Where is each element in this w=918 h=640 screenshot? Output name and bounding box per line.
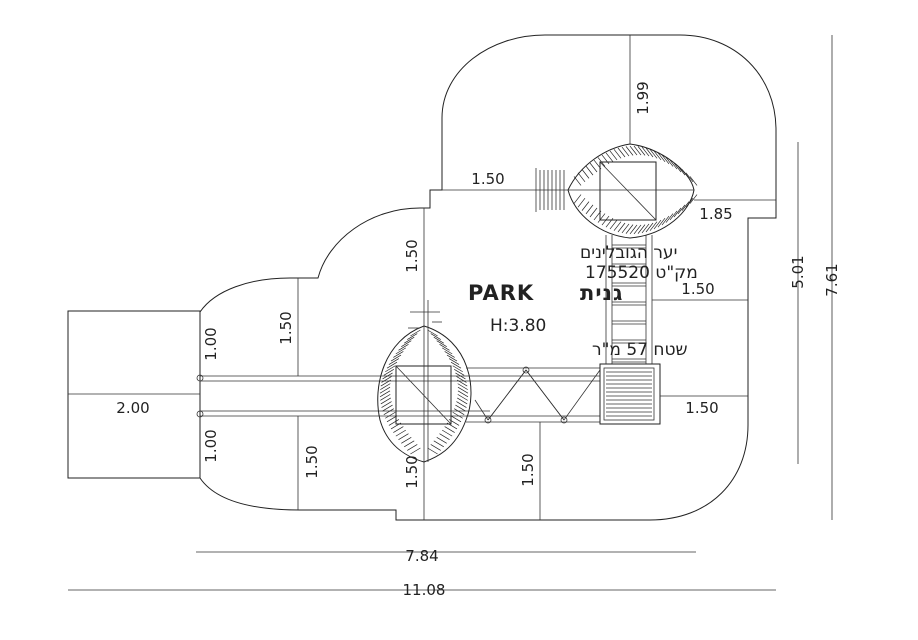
dim-inner-width: 7.84 bbox=[405, 547, 438, 565]
left-entry-zone bbox=[67, 310, 201, 479]
dim-top-left: 1.50 bbox=[471, 170, 504, 188]
dim-right-height: 5.01 bbox=[789, 255, 807, 288]
title-sku: מק"ט 175520 bbox=[585, 263, 698, 283]
dim-bridge-right: 1.50 bbox=[685, 399, 718, 417]
title-height: H:3.80 bbox=[490, 316, 546, 336]
truss-bridge bbox=[466, 366, 601, 424]
dim-left-width: 2.00 bbox=[116, 399, 149, 417]
dim-left-bottom: 1.00 bbox=[202, 429, 220, 462]
climbing-ladder bbox=[605, 235, 653, 364]
svg-text:גנית: גנית bbox=[580, 281, 623, 305]
dim-left-top: 1.00 bbox=[202, 327, 220, 360]
dimension-lines bbox=[68, 35, 833, 591]
title-area: שטח 57 מ"ר bbox=[592, 340, 688, 360]
left-tree-tower bbox=[377, 300, 472, 463]
safety-zone-outline bbox=[199, 34, 777, 521]
dim-tower-right: 1.50 bbox=[681, 280, 714, 298]
dim-left-below: 1.50 bbox=[303, 445, 321, 478]
right-platform bbox=[599, 363, 661, 425]
dim-bridge-below: 1.50 bbox=[519, 453, 537, 486]
dim-top-right: 1.85 bbox=[699, 205, 732, 223]
dim-total-height: 7.61 bbox=[823, 263, 841, 296]
dim-total-width: 11.08 bbox=[403, 581, 446, 599]
dim-top-clearance: 1.99 bbox=[634, 81, 652, 114]
top-tree-tower bbox=[535, 143, 698, 239]
dim-mid-above: 1.50 bbox=[403, 239, 421, 272]
brand-logo: PARK גנית bbox=[468, 281, 623, 305]
dim-left-above: 1.50 bbox=[277, 311, 295, 344]
title-name: יער הגובלינים bbox=[580, 243, 677, 263]
walkway bbox=[196, 374, 600, 418]
dim-tree-below: 1.50 bbox=[403, 455, 421, 488]
svg-text:PARK: PARK bbox=[468, 281, 534, 305]
